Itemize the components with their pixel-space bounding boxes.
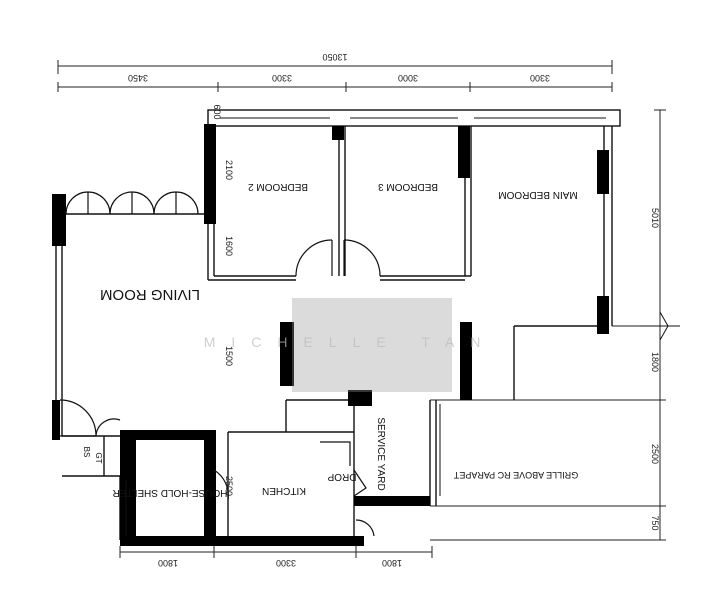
right-dimension-label: 2500 xyxy=(650,444,660,464)
interior-dimension-label: 1600 xyxy=(224,236,234,256)
right-dimensions: 5010 1800 2500 750 xyxy=(650,208,660,531)
interior-dimension-label: 1500 xyxy=(224,346,234,366)
household-shelter-label: HOUSE-HOLD SHELTER xyxy=(113,487,228,498)
kitchen-label: KITCHEN xyxy=(262,485,306,496)
service-yard-label: SERVICE YARD xyxy=(375,417,386,490)
bottom-dimension-label: 1800 xyxy=(158,558,178,568)
obscured-region xyxy=(292,298,452,392)
bottom-dimension-label: 3300 xyxy=(276,558,296,568)
dimension-lines xyxy=(57,60,672,558)
interior-dimensions: 2100 1600 2500 1500 600 xyxy=(212,104,234,496)
top-dimension-label: 3300 xyxy=(272,73,292,83)
bedroom-3-label: BEDROOM 3 xyxy=(378,181,438,192)
door-swings xyxy=(59,191,381,537)
top-dimension-label: 3300 xyxy=(530,73,550,83)
interior-dimension-label: 600 xyxy=(212,104,222,119)
structural-walls xyxy=(52,124,609,546)
grille-note: GRILLE ABOVE RC PARAPET xyxy=(453,470,578,480)
top-dimension-label: 3450 xyxy=(128,73,148,83)
right-dimension-label: 1800 xyxy=(650,352,660,372)
right-dimension-label: 5010 xyxy=(650,208,660,228)
overall-dimension-label: 13050 xyxy=(322,52,347,62)
drop-label: DROP xyxy=(327,471,356,482)
bottom-dimensions: 1800 3300 1800 xyxy=(158,558,402,568)
pipe-markers xyxy=(640,311,680,341)
top-dimensions: 13050 3450 3300 3000 3300 xyxy=(128,52,550,83)
bedroom-2-label: BEDROOM 2 xyxy=(248,181,308,192)
right-dimension-label: 750 xyxy=(650,515,660,530)
room-labels: BEDROOM 2 BEDROOM 3 MAIN BEDROOM LIVING … xyxy=(82,181,578,498)
bs-label: BS xyxy=(82,447,91,458)
gt-label: GT xyxy=(94,452,103,463)
top-dimension-label: 3000 xyxy=(398,73,418,83)
watermark: MICHELLE TAN xyxy=(204,334,497,350)
interior-dimension-label: 2500 xyxy=(224,476,234,496)
living-room-label: LIVING ROOM xyxy=(100,286,200,303)
interior-dimension-label: 2100 xyxy=(224,160,234,180)
main-bedroom-label: MAIN BEDROOM xyxy=(498,189,577,200)
bottom-dimension-label: 1800 xyxy=(382,558,402,568)
windows xyxy=(125,117,606,536)
